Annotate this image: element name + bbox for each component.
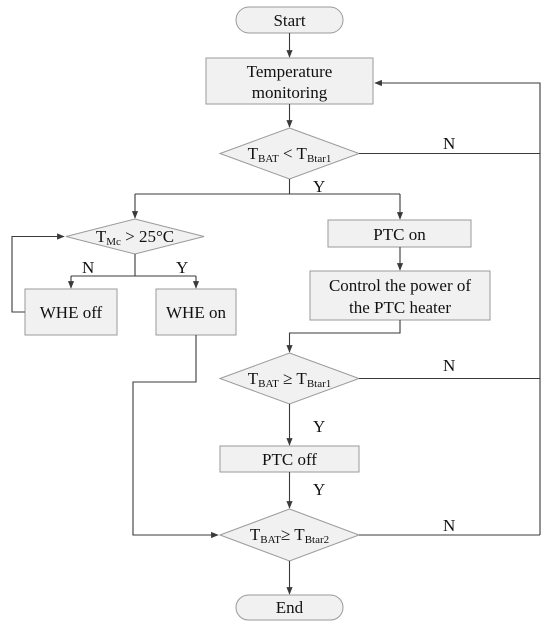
end-terminal: End — [235, 594, 344, 621]
ptc-off-box: PTC off — [219, 445, 360, 473]
d1-no-label: N — [443, 134, 455, 153]
decision2-label: TBAT ≥ TBtar1 — [248, 369, 332, 390]
decision1-label: TBAT < TBtar1 — [248, 144, 332, 165]
decision-tmc-gt-25c: TMc > 25°C — [65, 218, 205, 255]
decision3-label: TBAT≥ TBtar2 — [250, 525, 329, 546]
whe-on-to-d3 — [132, 335, 219, 539]
whe-off-box: WHE off — [24, 288, 118, 336]
whe-on-box: WHE on — [155, 288, 237, 336]
d2-no-label: N — [443, 356, 455, 375]
whe-on-label: WHE on — [166, 303, 226, 322]
d1-yes-label: Y — [313, 177, 325, 196]
d3-no-label: N — [443, 516, 455, 535]
tmc-yes-label: Y — [176, 258, 188, 277]
decision-tbat-lt-tbtar1: TBAT < TBtar1 — [218, 127, 361, 180]
control-power-box: Control the power of the PTC heater — [309, 270, 491, 321]
tmc-decision-label: TMc > 25°C — [96, 227, 174, 248]
feedback-loop-line — [374, 79, 541, 535]
end-label: End — [276, 598, 304, 617]
temp-monitoring-line2: monitoring — [252, 83, 328, 102]
start-label: Start — [273, 11, 305, 30]
ptc-on-box: PTC on — [327, 219, 472, 248]
ptc-off-label: PTC off — [262, 450, 317, 469]
ptc-on-label: PTC on — [373, 225, 426, 244]
temp-monitoring-line1: Temperature — [247, 62, 333, 81]
arrow-control-to-d2 — [286, 320, 401, 353]
temperature-monitoring-box: Temperature monitoring — [205, 57, 374, 105]
ptc-off-yes-label: Y — [313, 480, 325, 499]
whe-off-label: WHE off — [40, 303, 103, 322]
start-terminal: Start — [235, 6, 344, 34]
control-power-line2: the PTC heater — [349, 298, 451, 317]
decision-tbat-ge-tbtar2: TBAT≥ TBtar2 — [218, 508, 361, 562]
decision-tbat-ge-tbtar1: TBAT ≥ TBtar1 — [218, 352, 361, 405]
tmc-no-label: N — [82, 258, 94, 277]
whe-off-loop — [11, 233, 65, 313]
d2-yes-label: Y — [313, 417, 325, 436]
control-power-line1: Control the power of — [329, 276, 471, 295]
